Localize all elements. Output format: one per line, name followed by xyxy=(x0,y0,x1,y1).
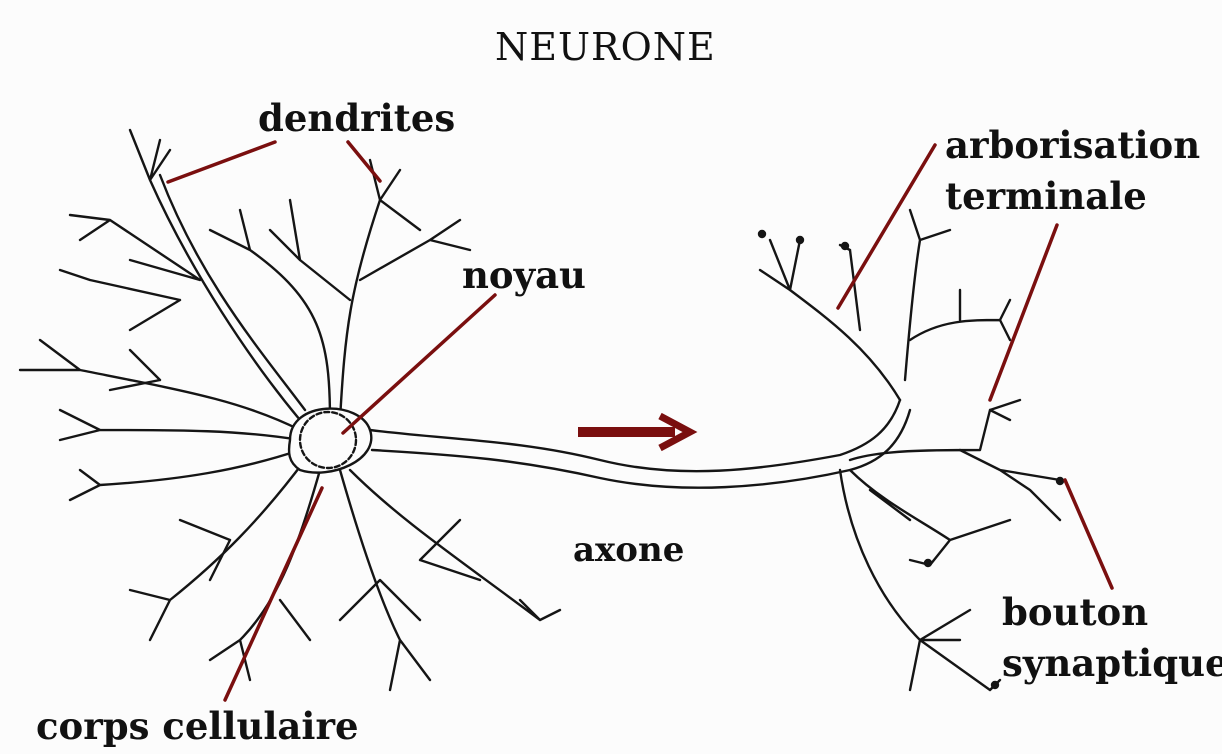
dendrites-drawing xyxy=(20,130,560,690)
pointer-noyau xyxy=(343,295,495,433)
pointer-dendrites-right xyxy=(348,142,380,181)
pointer-dendrites-left xyxy=(168,142,275,182)
label-synaptique: synaptique xyxy=(1002,645,1222,682)
axon-drawing xyxy=(370,400,910,488)
pointer-bouton xyxy=(1065,480,1112,588)
label-dendrites: dendrites xyxy=(258,100,455,137)
label-noyau: noyau xyxy=(462,257,586,294)
pointer-terminale xyxy=(990,225,1057,400)
label-bouton: bouton xyxy=(1002,594,1148,631)
pointer-corps-cellulaire xyxy=(225,488,322,700)
label-axone: axone xyxy=(573,533,684,567)
direction-arrow xyxy=(578,416,690,448)
label-terminale: terminale xyxy=(945,178,1147,215)
label-arborisation: arborisation xyxy=(945,127,1200,164)
diagram-title: NEURONE xyxy=(495,28,716,66)
label-corps-cellulaire: corps cellulaire xyxy=(36,708,359,745)
pointer-arborisation xyxy=(838,145,935,308)
